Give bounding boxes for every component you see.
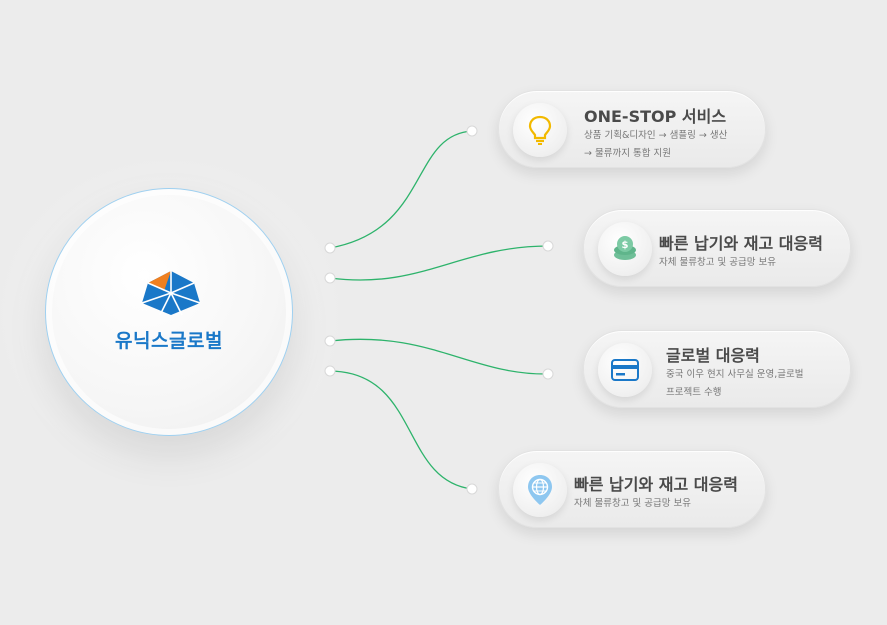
- connector-1: [329, 130, 473, 249]
- card-icon-badge: [513, 463, 567, 517]
- card-desc-line2: 프로젝트 수행: [666, 387, 722, 398]
- globe-pin-icon: [528, 475, 552, 505]
- coin-stack-icon: $: [614, 236, 636, 260]
- card-desc-line1: 자체 물류창고 및 공급망 보유: [574, 498, 691, 509]
- feature-card-fast-delivery-2: 빠른 납기와 재고 대응력 자체 물류창고 및 공급망 보유: [498, 450, 766, 528]
- feature-card-one-stop: ONE-STOP 서비스 상품 기획&디자인 → 샘플링 → 생산 → 물류까지…: [498, 90, 766, 168]
- svg-text:$: $: [622, 240, 629, 251]
- feature-card-global: 글로벌 대응력 중국 이우 현지 사무실 운영,글로벌 프로젝트 수행: [583, 330, 851, 408]
- card-title: ONE-STOP 서비스: [584, 107, 727, 126]
- card-desc-line1: 중국 이우 현지 사무실 운영,글로벌: [666, 369, 804, 380]
- card-icon-badge: [513, 103, 567, 157]
- node-dot: [466, 125, 478, 137]
- node-dot: [466, 483, 478, 495]
- node-dot: [324, 335, 336, 347]
- hub-circle: 유닉스글로벌: [45, 188, 293, 436]
- lightbulb-icon: [528, 115, 552, 145]
- node-dot: [324, 272, 336, 284]
- card-icon-badge: [598, 343, 652, 397]
- credit-card-icon: [611, 359, 639, 381]
- card-title: 빠른 납기와 재고 대응력: [659, 234, 823, 253]
- node-dot: [324, 242, 336, 254]
- card-title: 글로벌 대응력: [666, 346, 760, 365]
- feature-card-fast-delivery: $ 빠른 납기와 재고 대응력 자체 물류창고 및 공급망 보유: [583, 209, 851, 287]
- card-icon-badge: $: [598, 222, 652, 276]
- node-dot: [324, 365, 336, 377]
- card-desc-line1: 상품 기획&디자인 → 샘플링 → 생산: [584, 130, 728, 141]
- node-dot: [542, 368, 554, 380]
- connector-2: [329, 245, 549, 281]
- card-desc-line2: → 물류까지 통합 지원: [584, 148, 671, 159]
- connector-3: [329, 338, 549, 375]
- node-dot: [542, 240, 554, 252]
- brand-name: 유닉스글로벌: [115, 330, 223, 352]
- card-desc-line1: 자체 물류창고 및 공급망 보유: [659, 257, 776, 268]
- connector-4: [329, 370, 473, 490]
- brand-logo-icon: [142, 271, 200, 316]
- card-title: 빠른 납기와 재고 대응력: [574, 475, 738, 494]
